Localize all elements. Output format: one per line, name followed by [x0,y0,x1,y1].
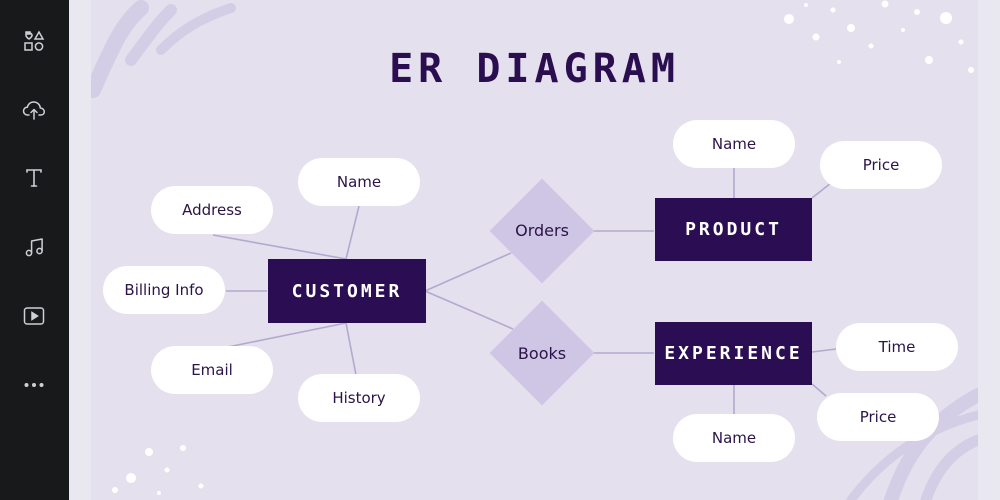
relationship-orders-label: Orders [515,221,569,240]
design-canvas[interactable]: ER DIAGRAM Orders Books CUSTOMER PRODUCT… [91,0,978,500]
text-icon [24,167,44,189]
attribute-product-price[interactable]: Price [820,141,942,189]
diagram-title[interactable]: ER DIAGRAM [389,46,680,92]
more-dots-icon [23,382,45,388]
canvas-right-margin [978,0,1000,500]
music-note-icon [23,236,45,258]
attribute-customer-address[interactable]: Address [151,186,273,234]
attribute-customer-email[interactable]: Email [151,346,273,394]
attribute-customer-history[interactable]: History [298,374,420,422]
audio-tool-button[interactable] [14,227,54,267]
videos-tool-button[interactable] [14,296,54,336]
shapes-icon [23,30,45,52]
attribute-experience-price[interactable]: Price [817,393,939,441]
entity-product[interactable]: PRODUCT [655,198,812,261]
editor-side-toolbar [0,0,69,500]
background-decoration [91,0,978,500]
attribute-experience-time[interactable]: Time [836,323,958,371]
text-tool-button[interactable] [14,158,54,198]
attribute-customer-billing-info[interactable]: Billing Info [103,266,225,314]
uploads-tool-button[interactable] [14,90,54,130]
elements-tool-button[interactable] [14,21,54,61]
attribute-experience-name[interactable]: Name [673,414,795,462]
attribute-product-name[interactable]: Name [673,120,795,168]
connector-lines [212,168,837,414]
relationship-books-label: Books [517,344,567,363]
attribute-customer-name[interactable]: Name [298,158,420,206]
entity-customer[interactable]: CUSTOMER [268,259,426,323]
cloud-upload-icon [22,99,46,121]
more-tool-button[interactable] [14,365,54,405]
canvas-left-margin [69,0,91,500]
entity-experience[interactable]: EXPERIENCE [655,322,812,385]
video-play-icon [23,306,45,326]
